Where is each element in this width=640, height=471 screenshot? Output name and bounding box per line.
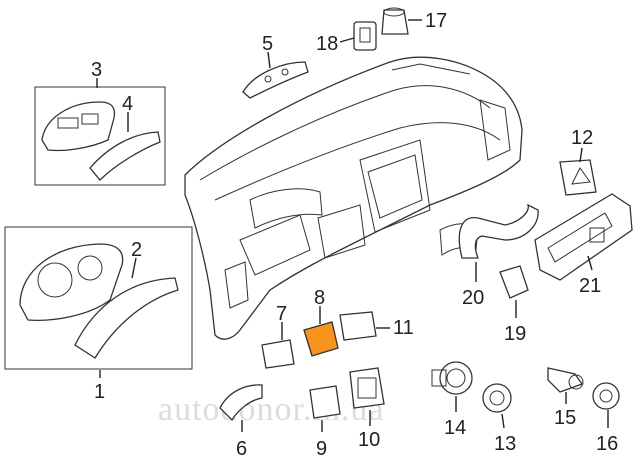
callout-15: 15	[554, 407, 576, 429]
callout-7: 7	[276, 303, 287, 325]
sensor-19	[499, 265, 529, 299]
switch-6	[219, 384, 263, 422]
callout-19: 19	[504, 323, 526, 345]
meter-lens-2	[74, 277, 179, 359]
ac-control-21	[534, 193, 633, 281]
callout-8: 8	[314, 287, 325, 309]
meter-cluster-3	[41, 101, 116, 152]
callout-1: 1	[94, 381, 105, 403]
callout-4: 4	[122, 93, 133, 115]
switch-11	[339, 311, 377, 341]
meter-lens-4	[89, 131, 161, 181]
switch-8-highlighted	[303, 321, 339, 357]
cluster-box-lower	[4, 226, 193, 370]
callout-11: 11	[393, 317, 414, 339]
switch-12	[559, 159, 597, 196]
duct-20	[458, 203, 539, 259]
callout-9: 9	[316, 438, 327, 460]
ignition-14	[431, 361, 473, 395]
socket-15	[547, 367, 584, 393]
leader-5	[267, 51, 271, 69]
switch-10	[349, 367, 385, 409]
callout-21: 21	[579, 275, 601, 297]
lighter-16	[592, 382, 620, 410]
callout-20: 20	[462, 287, 484, 309]
callout-13: 13	[494, 433, 516, 455]
switch-7	[261, 339, 295, 369]
cluster-box-upper	[34, 86, 166, 186]
leader-21	[587, 255, 593, 271]
switch-17	[381, 7, 409, 35]
meter-cluster-1	[19, 243, 124, 321]
leader-12	[579, 147, 583, 163]
switch-18	[353, 21, 377, 51]
callout-2: 2	[131, 239, 142, 261]
dashboard-panel	[184, 56, 523, 340]
watermark: autodonor.in.ua	[158, 391, 385, 428]
callout-16: 16	[596, 433, 618, 455]
leader-13	[501, 413, 505, 429]
callout-3: 3	[91, 59, 102, 81]
leader-18	[339, 37, 355, 43]
callout-14: 14	[444, 417, 466, 439]
callout-17: 17	[425, 10, 447, 32]
switch-9	[309, 385, 341, 419]
callout-6: 6	[236, 438, 247, 460]
callout-5: 5	[262, 33, 273, 55]
bezel-5	[242, 61, 309, 99]
callout-12: 12	[571, 127, 593, 149]
callout-10: 10	[358, 429, 380, 451]
switch-13	[482, 383, 512, 413]
callout-18: 18	[316, 33, 338, 55]
leader-2	[131, 257, 137, 279]
